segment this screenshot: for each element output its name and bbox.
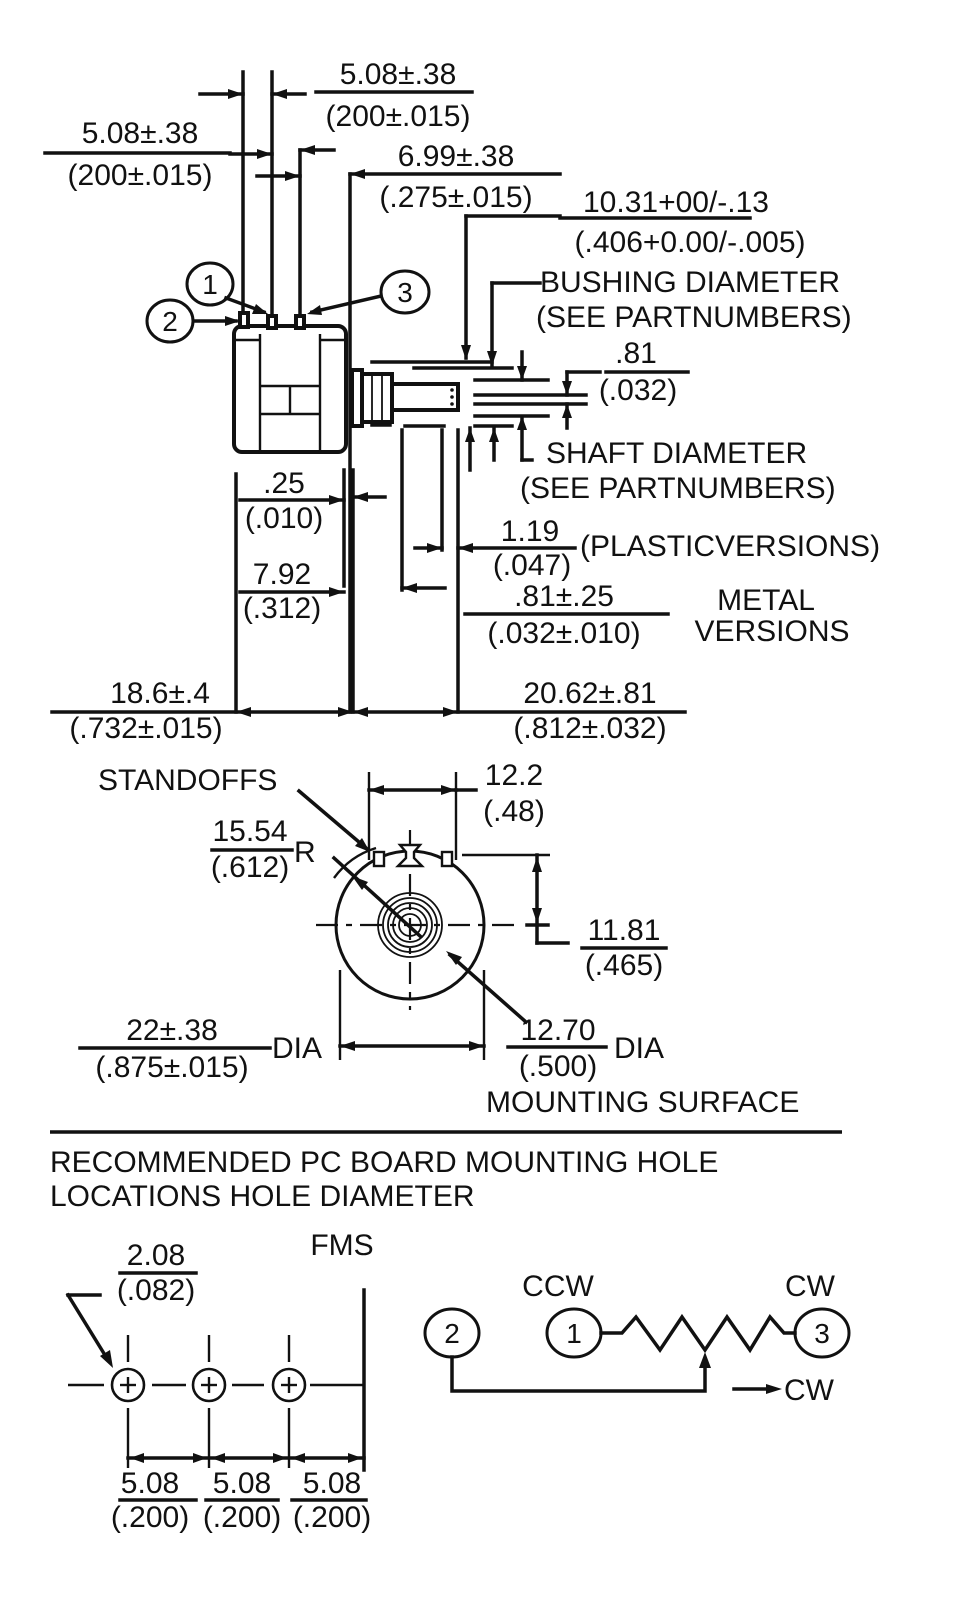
metal-versions-note-line2: VERSIONS — [694, 615, 849, 648]
pin-number: 2 — [162, 306, 178, 337]
dim-body-dia-suffix: DIA — [272, 1032, 322, 1065]
dim-plastic-mm: 1.19 — [501, 515, 559, 548]
cw-direction-arrow-icon — [766, 1384, 782, 1394]
fms-label: FMS — [310, 1229, 373, 1262]
side-view: 1 2 3 5.08±.38 (200±.015) 5.08±.38 (200±… — [43, 58, 880, 745]
dim-pin-spacing-top-mm: 5.08±.38 — [340, 58, 457, 91]
dim-height-in: (.465) — [585, 949, 663, 982]
dim-metal-mm: .81±.25 — [514, 580, 614, 613]
terminal-1: 1 — [545, 1307, 603, 1359]
dim-body-dia-mm: 22±.38 — [126, 1014, 218, 1047]
spacing-1-in: (.200) — [111, 1501, 189, 1534]
dim-pin-to-bushing-mm: 6.99±.38 — [398, 140, 515, 173]
terminal-2: 2 — [423, 1307, 481, 1359]
pin-number: 1 — [202, 269, 218, 300]
pin-callout-1: 1 — [185, 261, 268, 315]
metal-versions-note-line1: METAL — [717, 584, 815, 617]
dim-mount-dia-suffix: DIA — [614, 1032, 664, 1065]
dim-hole-mm: 2.08 — [127, 1239, 185, 1272]
terminal-3: 3 — [793, 1307, 851, 1359]
dim-standoff-spacing-in: (.48) — [483, 795, 545, 828]
mounting-hole — [110, 1367, 146, 1403]
resistor-symbol — [599, 1313, 797, 1354]
pcb-mounting-section: RECOMMENDED PC BOARD MOUNTING HOLE LOCAT… — [50, 1146, 718, 1534]
dim-plastic-in: (.047) — [493, 549, 571, 582]
dim-hole-in: (.082) — [117, 1274, 195, 1307]
dim-body-depth-mm: 7.92 — [253, 558, 311, 591]
ccw-label: CCW — [522, 1270, 594, 1303]
shaft-label-line2: (SEE PARTNUMBERS) — [520, 472, 836, 505]
spacing-2-mm: 5.08 — [213, 1467, 271, 1500]
terminal-number: 3 — [814, 1318, 830, 1349]
terminal-number: 2 — [444, 1318, 460, 1349]
pcb-title-line2: LOCATIONS HOLE DIAMETER — [50, 1180, 475, 1213]
spacing-2-in: (.200) — [203, 1501, 281, 1534]
terminal-number: 1 — [566, 1318, 582, 1349]
dim-overall-left-in: (.732±.015) — [69, 712, 222, 745]
dim-overall-left-mm: 18.6±.4 — [110, 677, 210, 710]
plastic-versions-note: (PLASTICVERSIONS) — [580, 530, 880, 563]
spacing-3-in: (.200) — [293, 1501, 371, 1534]
dim-flat-mm: .81 — [615, 337, 657, 370]
mounting-hole — [271, 1367, 307, 1403]
spacing-1-mm: 5.08 — [121, 1467, 179, 1500]
dim-metal-in: (.032±.010) — [487, 617, 640, 650]
cw-label: CW — [785, 1270, 836, 1303]
dim-standoff-spacing-mm: 12.2 — [485, 759, 543, 792]
dim-gap-mm: .25 — [263, 467, 305, 500]
dim-radius-in: (.612) — [211, 851, 289, 884]
standoffs-label: STANDOFFS — [98, 764, 277, 797]
spacing-3-mm: 5.08 — [303, 1467, 361, 1500]
pin-number: 3 — [397, 277, 413, 308]
dim-mount-dia-in: (.500) — [519, 1050, 597, 1083]
pcb-title-line1: RECOMMENDED PC BOARD MOUNTING HOLE — [50, 1146, 718, 1179]
dim-bushing-dia-mm: 10.31+00/-.13 — [583, 186, 769, 219]
dim-gap-in: (.010) — [245, 502, 323, 535]
pin-callout-2: 2 — [145, 298, 240, 344]
dim-radius-suffix: R — [294, 836, 316, 869]
dim-overall-right-in: (.812±.032) — [513, 712, 666, 745]
bushing-label-line2: (SEE PARTNUMBERS) — [536, 301, 852, 334]
bushing-label-line1: BUSHING DIAMETER — [540, 266, 840, 299]
dim-body-dia-in: (.875±.015) — [95, 1051, 248, 1084]
shaft-label-line1: SHAFT DIAMETER — [546, 437, 807, 470]
dim-body-depth-in: (.312) — [243, 592, 321, 625]
dim-radius-mm: 15.54 — [212, 815, 287, 848]
dim-pin-spacing-left-in: (200±.015) — [68, 159, 213, 192]
mounting-hole — [191, 1367, 227, 1403]
cw-direction-label: CW — [784, 1374, 835, 1407]
schematic: CCW CW 2 1 3 CW — [423, 1270, 851, 1407]
dim-pin-spacing-top-in: (200±.015) — [326, 100, 471, 133]
dim-bushing-dia-in: (.406+0.00/-.005) — [575, 226, 806, 259]
dim-flat-in: (.032) — [599, 374, 677, 407]
dim-pin-spacing-left-mm: 5.08±.38 — [82, 117, 199, 150]
dim-height-mm: 11.81 — [588, 914, 661, 947]
dim-mount-dia-mm: 12.70 — [520, 1014, 595, 1047]
pin-callout-3: 3 — [307, 269, 431, 315]
front-view: STANDOFFS 12.2 (.48) 15.54 (.612) R 11.8… — [78, 759, 799, 1119]
dim-overall-right-mm: 20.62±.81 — [523, 677, 656, 710]
dim-pin-to-bushing-in: (.275±.015) — [379, 181, 532, 214]
mounting-surface-label: MOUNTING SURFACE — [486, 1086, 799, 1119]
